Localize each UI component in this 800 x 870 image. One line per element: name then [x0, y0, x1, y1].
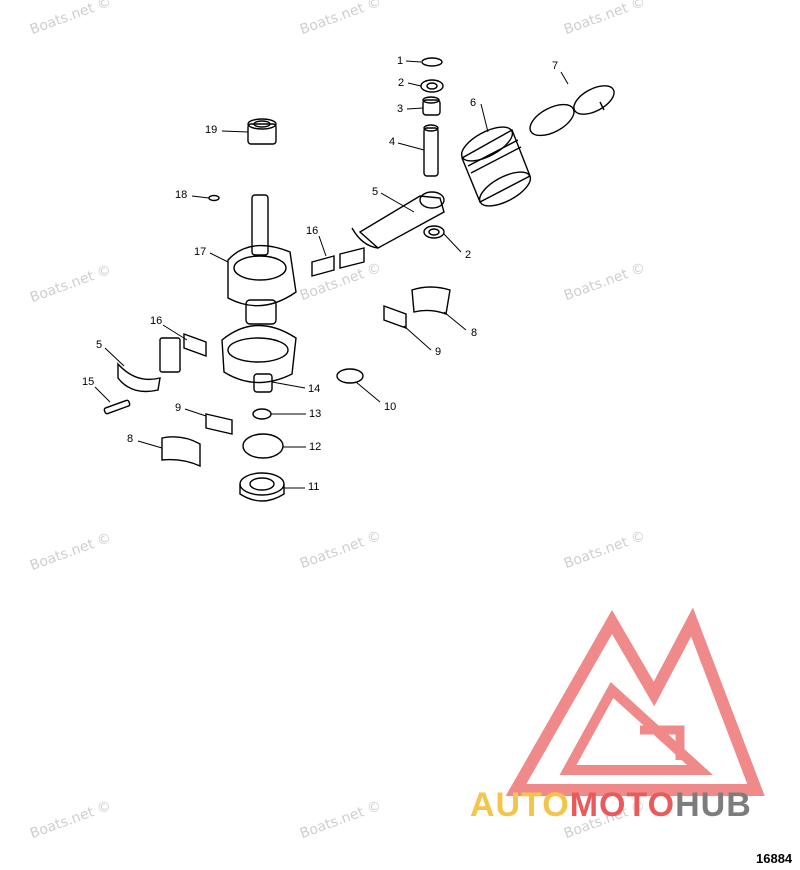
part-bearing-half-left — [205, 413, 233, 435]
part-bearing-race-right — [411, 286, 451, 315]
brand-part-hub: HUB — [675, 786, 752, 824]
callout-18: 18 — [175, 189, 188, 201]
brand-wordmark: AUTOMOTOHUB — [470, 786, 752, 825]
part-retaining-ring-lower — [336, 368, 364, 384]
part-thrust-washer-top — [420, 79, 444, 93]
callout-9-left: 9 — [175, 402, 182, 414]
part-o-ring-large — [242, 433, 284, 459]
part-thrust-washer-lower — [423, 225, 445, 239]
callout-17: 17 — [194, 246, 207, 258]
part-bearing-race-left — [161, 436, 201, 468]
brand-part-moto: MOTO — [569, 786, 676, 824]
part-woodruff-key — [208, 194, 220, 202]
part-connecting-rod — [351, 191, 445, 249]
brand-logo-graphic — [505, 607, 765, 796]
callout-7: 7 — [552, 60, 559, 72]
callout-10: 10 — [384, 401, 397, 413]
part-screw — [103, 399, 131, 415]
callout-9-right: 9 — [435, 346, 442, 358]
part-retaining-ring — [421, 57, 443, 67]
part-bearing-half-right — [383, 305, 407, 329]
callout-2-lower: 2 — [465, 249, 472, 261]
part-crankshaft — [221, 194, 297, 393]
brand-part-auto: AUTO — [470, 786, 570, 824]
part-needle-bearing-left — [159, 333, 207, 373]
callout-12: 12 — [309, 441, 322, 453]
part-oil-seal-bottom — [239, 472, 285, 502]
callout-1: 1 — [397, 55, 404, 67]
callout-3: 3 — [397, 103, 404, 115]
callout-19: 19 — [205, 124, 218, 136]
callout-11: 11 — [308, 481, 320, 493]
callout-5-lower: 5 — [96, 339, 103, 351]
part-needle-bearing-right — [311, 247, 365, 277]
callout-14: 14 — [308, 383, 321, 395]
part-o-ring-small — [252, 408, 272, 420]
figure-number: 16884 — [756, 851, 793, 866]
callout-6: 6 — [470, 97, 477, 109]
callout-15: 15 — [82, 376, 95, 388]
part-piston-pin — [423, 124, 439, 177]
callout-5: 5 — [372, 186, 379, 198]
callout-16-lower: 16 — [150, 315, 163, 327]
leader-lines — [94, 60, 569, 489]
callout-8-right: 8 — [471, 327, 478, 339]
part-piston — [460, 126, 532, 207]
part-rod-cap — [117, 362, 161, 393]
callout-2: 2 — [398, 77, 405, 89]
callout-16-upper: 16 — [306, 225, 319, 237]
part-needle-bearing — [422, 96, 441, 116]
callout-13: 13 — [309, 408, 322, 420]
part-piston-rings — [529, 85, 615, 137]
part-oil-seal-top — [247, 118, 277, 145]
callout-4: 4 — [389, 136, 396, 148]
callout-8-left: 8 — [127, 433, 134, 445]
